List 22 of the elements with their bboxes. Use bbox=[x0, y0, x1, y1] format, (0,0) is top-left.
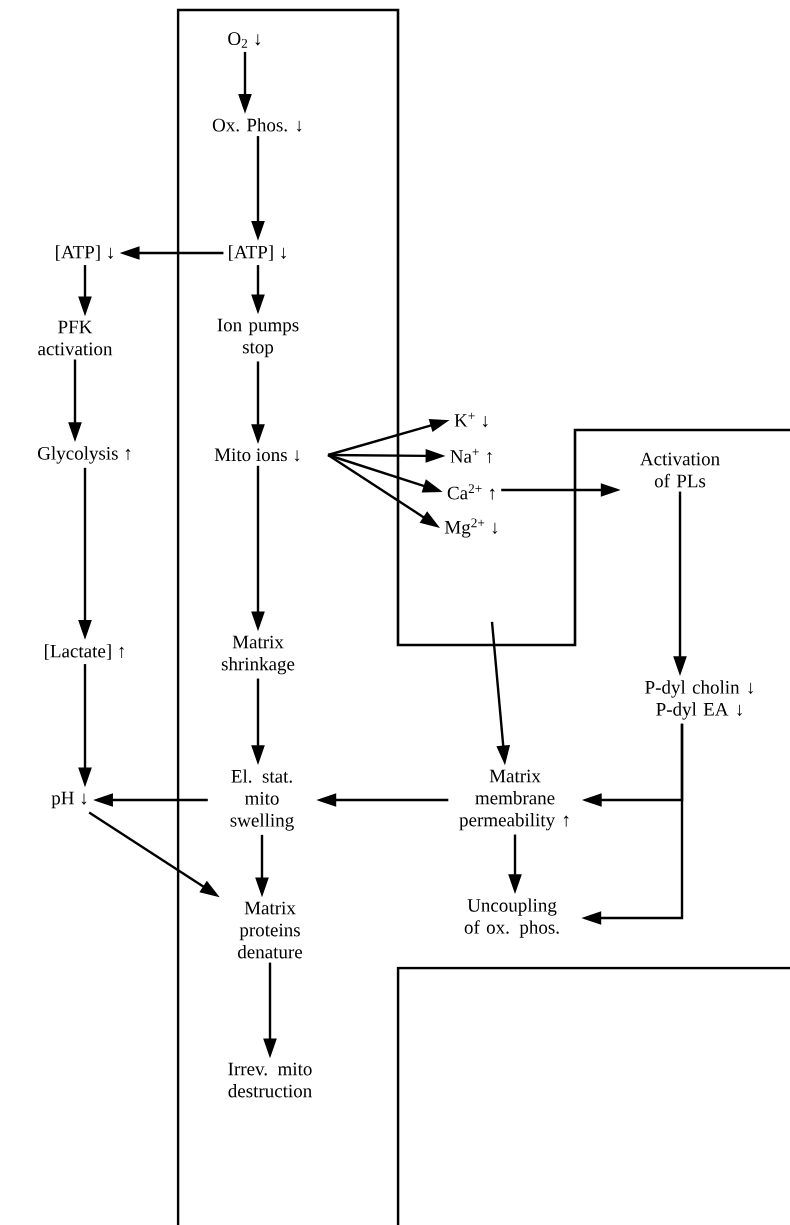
step-label: Activation of PLs bbox=[640, 452, 720, 488]
step-label: Ion pumps stop bbox=[217, 318, 299, 358]
step-label: PFK activation bbox=[38, 320, 113, 356]
step-label: Na$^{+}$ ↑ bbox=[450, 448, 492, 464]
step-label: Ca$^{2+}$ ↑ bbox=[447, 484, 495, 500]
step-label: Mito ions ↓ bbox=[214, 448, 300, 462]
step-label: Irrev. mito destruction bbox=[228, 1062, 312, 1098]
step-label: K$^{+}$ ↓ bbox=[454, 412, 488, 428]
step-label: P-dyl cholin ↓ P-dyl EA ↓ bbox=[645, 680, 753, 720]
step-label: El. stat. mito swelling bbox=[230, 769, 294, 831]
step-label: Mg$^{2+}$ ↓ bbox=[444, 518, 498, 538]
step-label: [Lactate] ↑ bbox=[45, 644, 124, 660]
step-label: Ox. Phos. ↓ bbox=[212, 118, 302, 132]
step-label: pH ↓ bbox=[51, 791, 87, 809]
step-label: Matrix shrinkage bbox=[221, 635, 295, 675]
step-label: Uncoupling of ox. phos. bbox=[464, 898, 559, 938]
step-label: [ATP] ↓ bbox=[56, 245, 113, 261]
step-label: O$_{2}$ ↓ bbox=[228, 32, 261, 48]
step-label: [ATP] ↓ bbox=[229, 245, 286, 261]
step-label: Matrix membrane permeability ↑ bbox=[459, 769, 569, 831]
step-label: Glycolysis ↑ bbox=[38, 446, 131, 464]
step-label: Matrix proteins denature bbox=[238, 901, 303, 959]
